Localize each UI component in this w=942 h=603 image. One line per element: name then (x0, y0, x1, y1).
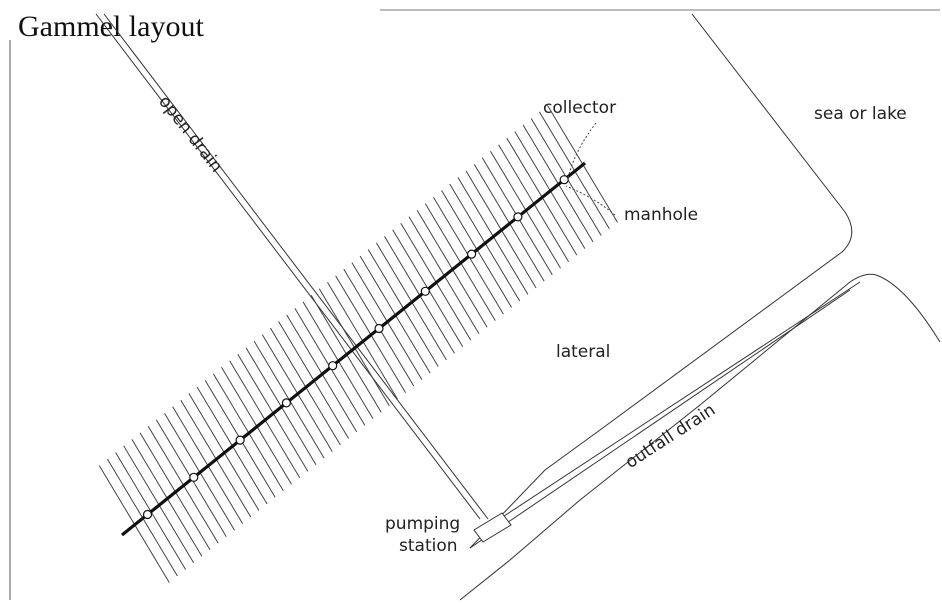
open-drain-bank-left (96, 14, 480, 519)
manhole-leader (566, 186, 615, 215)
manhole-marker (560, 176, 568, 184)
label-manhole: manhole (624, 205, 699, 225)
outfall-drain-bank-lower (470, 290, 850, 548)
shoreline-far (460, 274, 940, 600)
shoreline (470, 14, 852, 548)
collector-leader (568, 123, 596, 178)
manhole-marker (375, 325, 383, 333)
label-station: station (399, 536, 458, 556)
manhole-marker (421, 287, 429, 295)
manhole-marker (144, 511, 152, 519)
label-lateral: lateral (556, 342, 611, 362)
outfall-drain-bank-upper (495, 282, 860, 522)
label-sea-or-lake: sea or lake (814, 104, 907, 124)
label-collector: collector (543, 98, 617, 118)
collector-line (122, 163, 585, 535)
diagram-title: Gammel layout (18, 10, 204, 43)
manhole-marker (514, 213, 522, 221)
manholes (144, 176, 569, 519)
label-pumping: pumping (385, 514, 461, 534)
manhole-marker (329, 362, 337, 370)
pumping-station-box (474, 513, 511, 542)
manhole-marker (468, 250, 476, 258)
manhole-marker (190, 473, 198, 481)
open-drain-bank-right (104, 14, 488, 519)
manhole-marker (236, 436, 244, 444)
manhole-marker (282, 399, 290, 407)
